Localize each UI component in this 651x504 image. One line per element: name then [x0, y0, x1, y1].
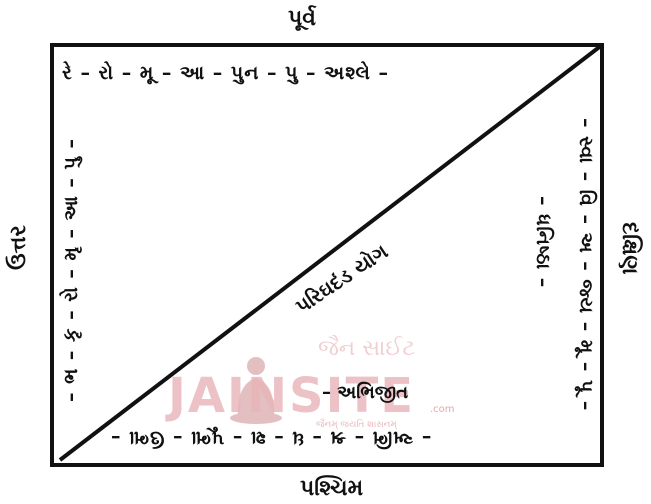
outer-frame [50, 43, 604, 467]
direction-east-label: પૂર્વ [288, 6, 316, 31]
nakshatra-sequence-top: રે – રો – મૂ – આ – પુન – પુ – અશ્લે – [62, 62, 389, 84]
parigh-diagonal-line [58, 43, 604, 462]
direction-north-label: ઉત્તર [6, 225, 31, 270]
nakshatra-sequence-bottom: – અભિ – શ્ર – ધ – શ – પૂભા – ઉભા – [110, 427, 432, 449]
direction-west-label: પશ્ચિમ [300, 476, 364, 501]
nakshatra-sequence-left: – ભ – કૃ – રો – મૃ – આ – પુ – [60, 138, 82, 402]
nakshatra-sequence-right-inner: – ધનિષ્ઠા – [532, 196, 554, 289]
center-label: – અભિજીત [322, 382, 409, 403]
nakshatra-sequence-right: – સ્વા – વિ – અ – જ્ય – મૂ – પૂ – [575, 118, 597, 412]
direction-south-label: દક્ષિણ [617, 222, 642, 275]
